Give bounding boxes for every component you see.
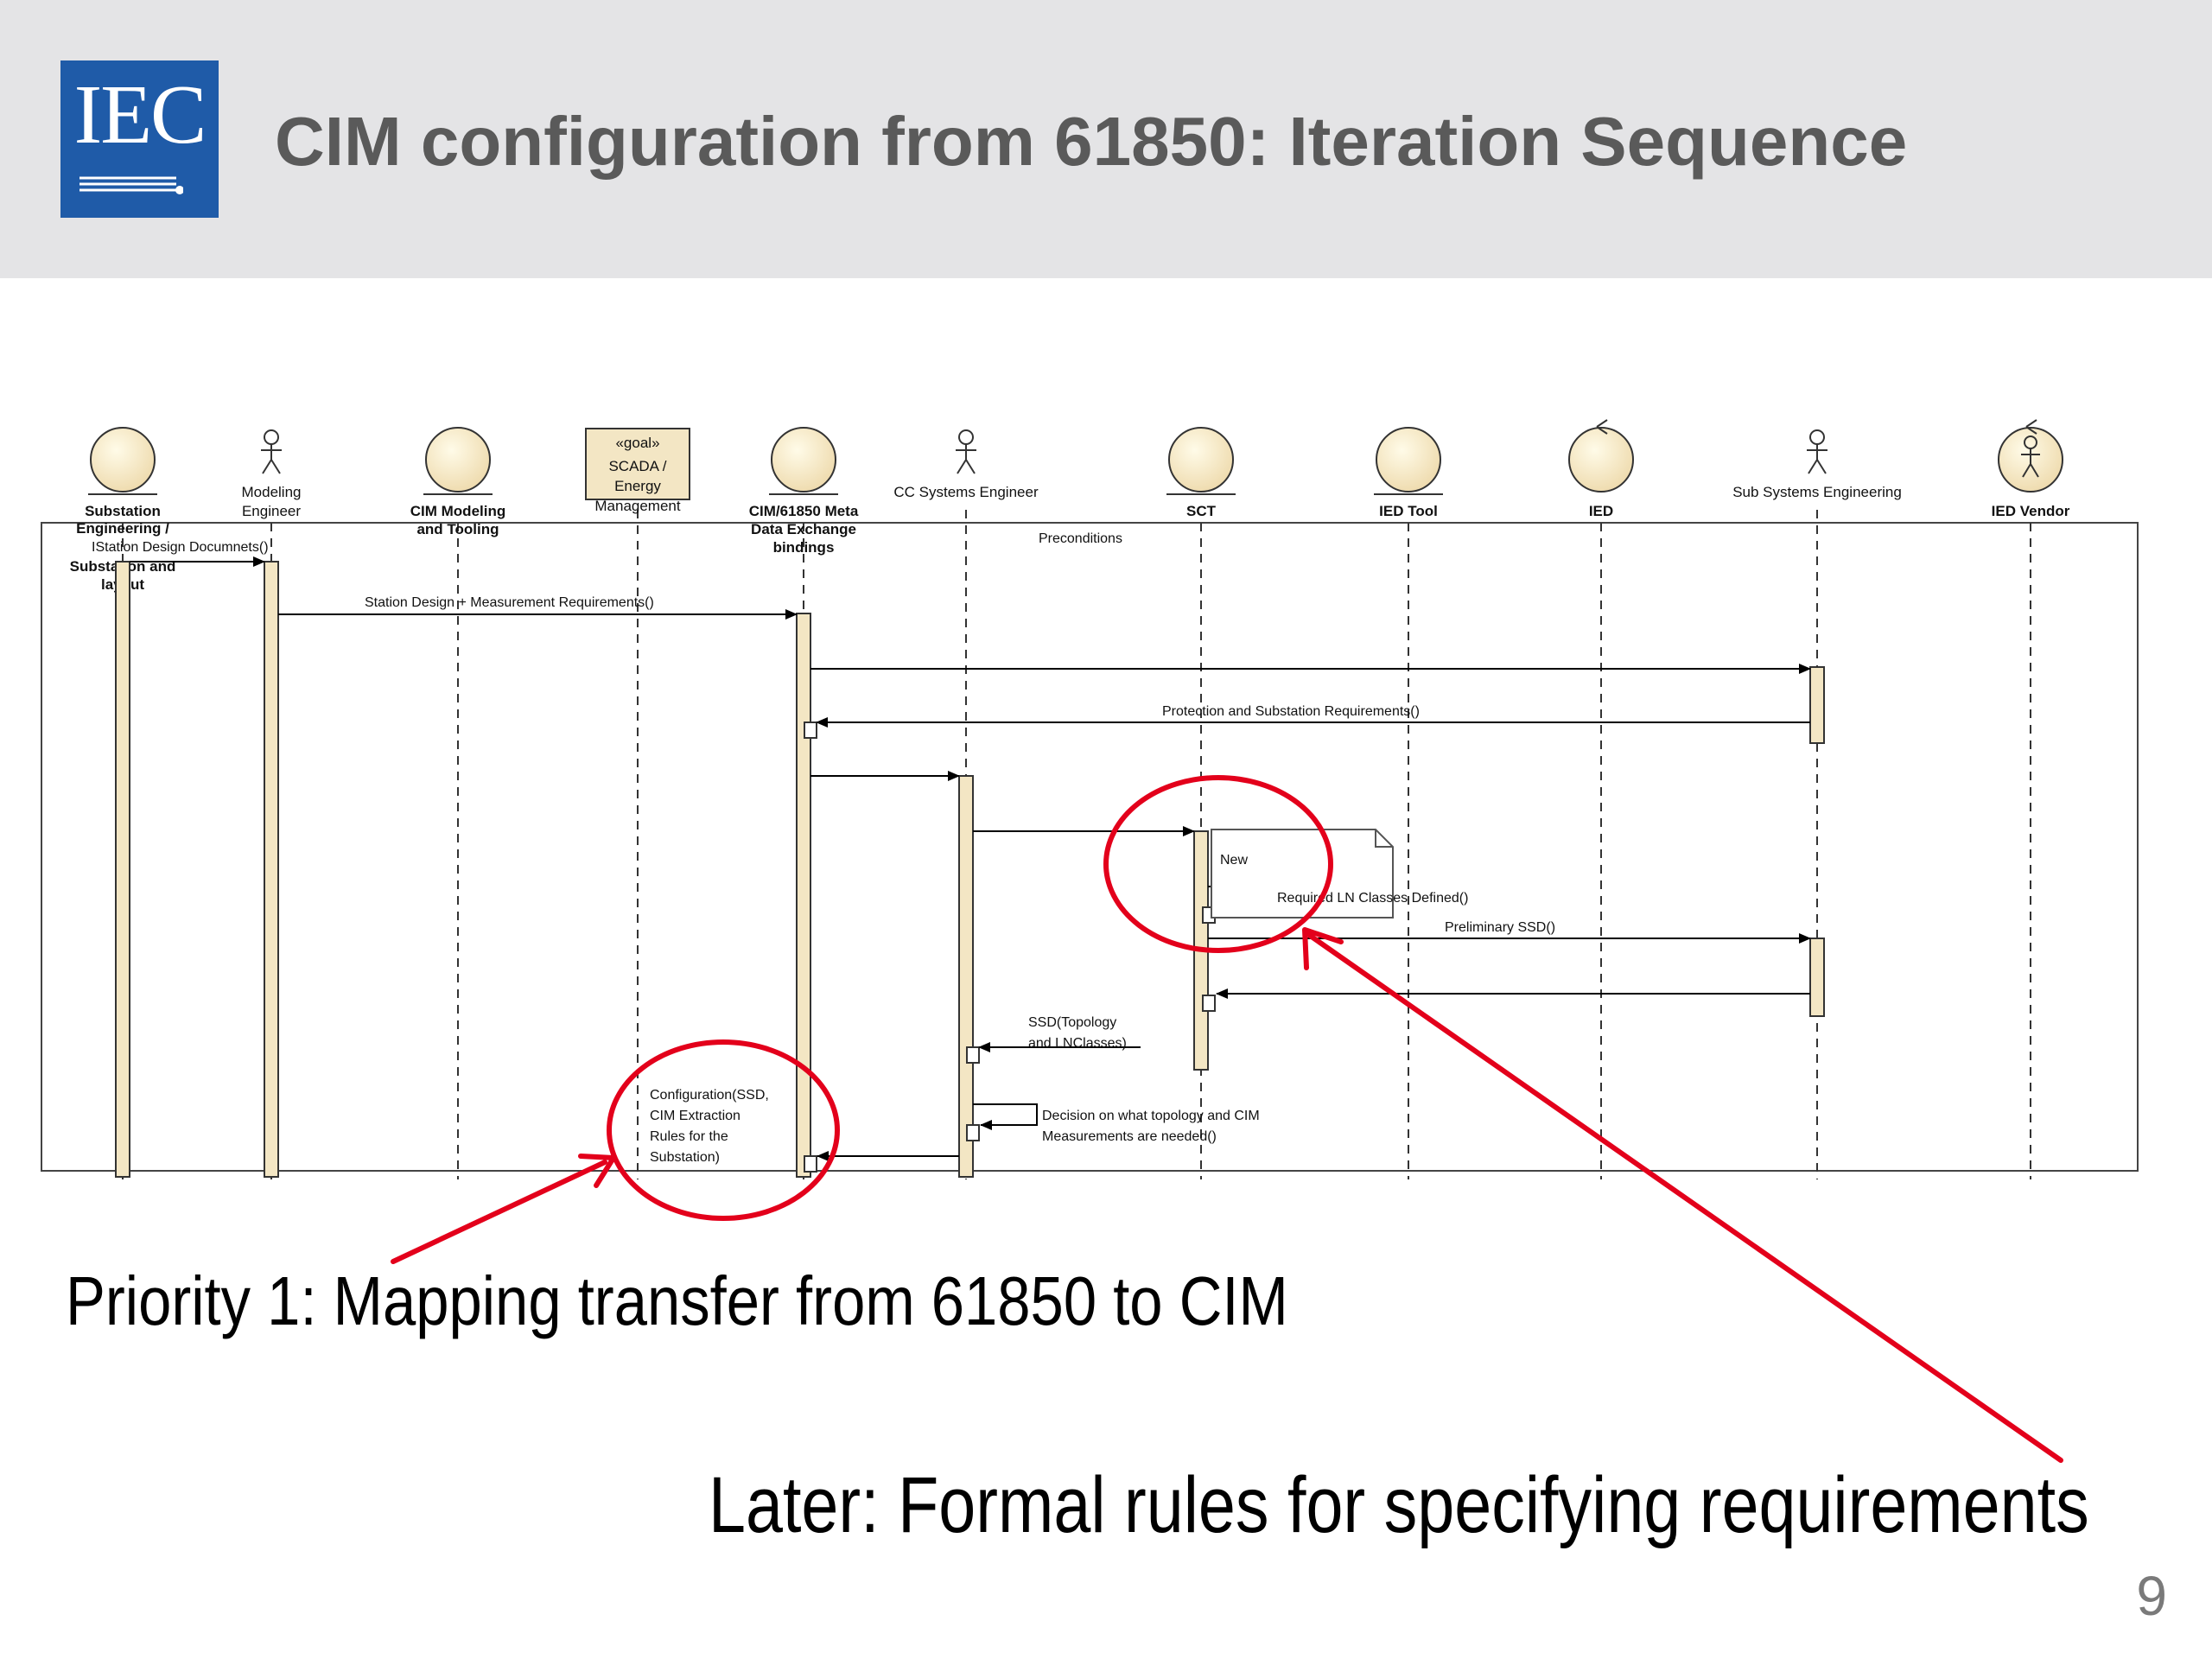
msg-preconditions-label: Preconditions [1039, 531, 1122, 546]
lifeline-label-substation-2: Engineering / [76, 520, 169, 537]
msg-required-ln-label: Required LN Classes Defined() [1277, 891, 1468, 906]
modeling-engineer-actor-icon [261, 429, 282, 474]
ied-control-icon [1568, 427, 1634, 493]
msg-design-docs-label: IStation Design Documnets() [92, 540, 269, 555]
lifeline-label-ied-vendor: IED Vendor [1992, 503, 2070, 519]
lifeline-label-substation: Substation [85, 503, 161, 519]
msg-decision-label-2: Measurements are needed() [1042, 1129, 1217, 1144]
goal-stereotype: «goal» [615, 435, 659, 451]
lifeline-label-cim61850-2: Data Exchange [751, 521, 856, 537]
cc-systems-engineer-actor-icon [956, 429, 976, 474]
lifeline-label-cim-modeling-2: and Tooling [416, 521, 499, 537]
caption-later: Later: Formal rules for specifying requi… [709, 1461, 2089, 1549]
iec-logo: IEC [60, 60, 219, 218]
msg-configuration-label: Configuration(SSD, [650, 1088, 769, 1103]
msg-ssd-label-2: and LNClasses) [1028, 1036, 1127, 1051]
msg-protection-label: Protection and Substation Requirements() [1162, 704, 1420, 719]
activation-bars [115, 561, 1825, 1178]
ied-tool-entity-icon [1376, 427, 1441, 493]
lifeline-label-cim-modeling: CIM Modeling [410, 503, 505, 519]
msg-ssd-label: SSD(Topology [1028, 1015, 1116, 1030]
lifeline-label-ied-tool: IED Tool [1379, 503, 1438, 519]
cim61850-entity-icon [771, 427, 836, 493]
red-arrow-priority [391, 1160, 607, 1264]
iec-logo-text: IEC [73, 68, 207, 162]
msg-prelim-ssd-label: Preliminary SSD() [1445, 920, 1555, 935]
red-circle-sct [1103, 775, 1333, 953]
ied-vendor-actor-icon [1998, 419, 2063, 493]
msg-decision-label: Decision on what topology and CIM [1042, 1109, 1260, 1123]
lifeline-label-cim61850-3: bindings [773, 539, 835, 556]
lifeline-label-ied: IED [1589, 503, 1613, 519]
lifelines [122, 510, 2031, 1179]
sub-systems-engineering-actor-icon [1807, 429, 1827, 474]
note-text: New [1220, 853, 1248, 868]
lifeline-label-sct: SCT [1186, 503, 1217, 519]
goal-label-energy: Energy [614, 478, 661, 494]
cim-modeling-entity-icon [425, 427, 491, 493]
page-number: 9 [2136, 1565, 2167, 1627]
scada-goal-box [585, 428, 690, 500]
page-title: CIM configuration from 61850: Iteration … [275, 103, 1908, 180]
msg-configuration-label-3: Rules for the [650, 1129, 728, 1144]
lifeline-label-cc-systems-engineer: CC Systems Engineer [893, 484, 1039, 500]
substation-entity-icon [90, 427, 156, 493]
msg-configuration-label-2: CIM Extraction [650, 1109, 741, 1123]
lifeline-label-sub-systems-engineering: Sub Systems Engineering [1732, 484, 1902, 500]
sct-entity-icon [1168, 427, 1234, 493]
msg-configuration-label-4: Substation) [650, 1150, 720, 1165]
red-circle-configuration [607, 1039, 840, 1221]
msg-decision-self-arrow [973, 1103, 1038, 1130]
msg-station-design-label: Station Design + Measurement Requirement… [365, 595, 654, 610]
caption-priority: Priority 1: Mapping transfer from 61850 … [66, 1262, 1288, 1339]
red-annotations [391, 775, 2063, 1463]
lifeline-label-modeling-engineer: Modeling [242, 484, 302, 500]
note-box [1211, 829, 1394, 918]
goal-label-management: Management [594, 498, 681, 514]
slide-header: IEC CIM configuration from 61850: Iterat… [0, 0, 2212, 278]
lifeline-label-modeling-engineer-2: Engineer [242, 503, 301, 519]
red-arrow-later [1306, 932, 2063, 1463]
sequence-frame [41, 522, 2139, 1172]
goal-label-scada: SCADA / [608, 458, 666, 474]
logo-lines-icon [79, 176, 183, 194]
lifeline-label-cim61850: CIM/61850 Meta [749, 503, 859, 519]
